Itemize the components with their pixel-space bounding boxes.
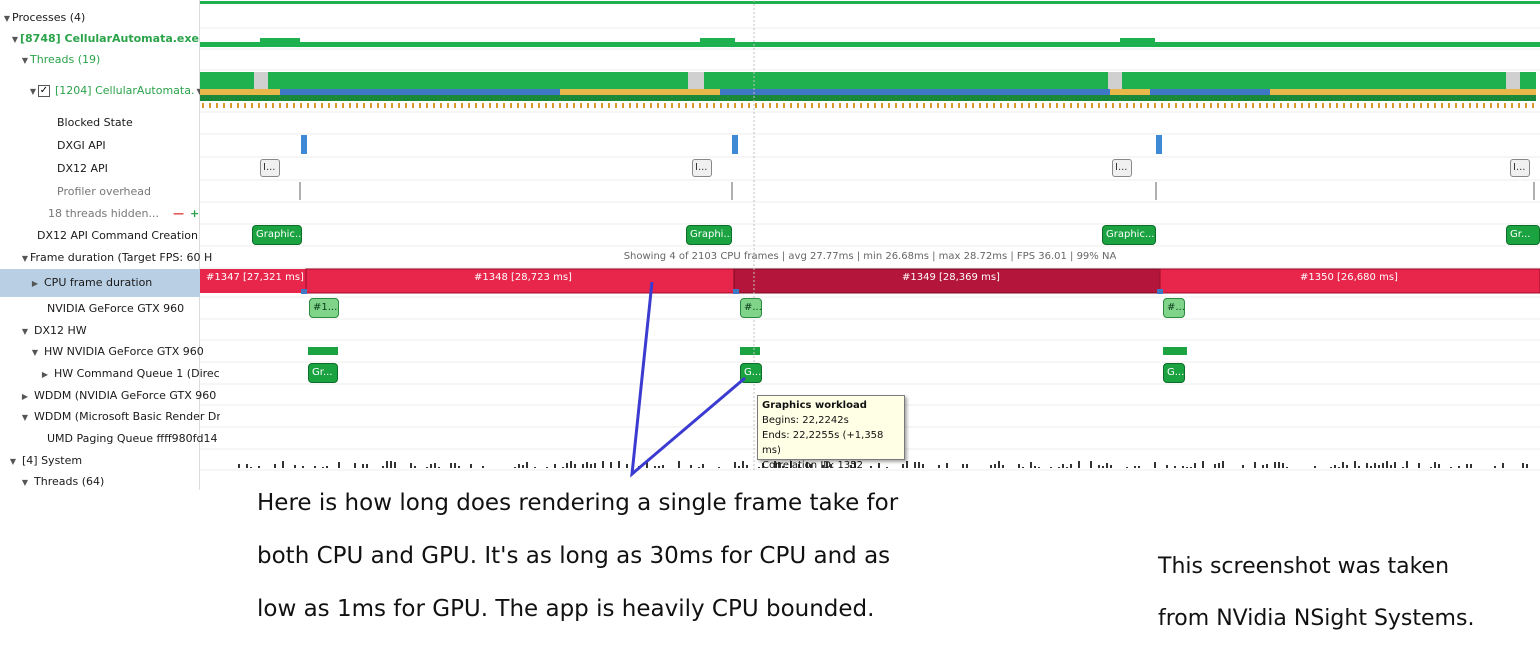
- tree-row-blocked-state[interactable]: Blocked State: [57, 116, 133, 129]
- chevron-down-icon[interactable]: ▼: [11, 35, 19, 44]
- chevron-down-icon[interactable]: ▼: [31, 348, 39, 357]
- chevron-down-icon[interactable]: ▼: [21, 327, 29, 336]
- dx12-api-chip[interactable]: I...: [1510, 159, 1530, 177]
- process-top-bar: [200, 1, 1540, 4]
- thread-usage-band: [200, 72, 1536, 101]
- tree-row-wddm-nvidia[interactable]: ▶WDDM (NVIDIA GeForce GTX 960: [20, 385, 220, 407]
- tree-row-thread-1204[interactable]: ▼✓[1204] CellularAutomata.▼: [28, 80, 228, 102]
- chevron-down-icon[interactable]: ▼: [21, 254, 29, 263]
- tree-row-dx12-command-creation[interactable]: DX12 API Command Creation: [37, 229, 198, 242]
- chevron-right-icon[interactable]: ▶: [31, 279, 39, 288]
- tooltip-ends: Ends: 22,2255s (+1,358 ms): [762, 430, 884, 456]
- chevron-right-icon[interactable]: ▶: [21, 392, 29, 401]
- dx12-cmd-chip[interactable]: Graphi...: [686, 225, 732, 245]
- thread-checkbox[interactable]: ✓: [38, 85, 50, 97]
- tree-row-umd-paging[interactable]: UMD Paging Queue ffff980fd14: [47, 432, 218, 445]
- frame-label-1347: #1347 [27,321 ms]: [206, 272, 304, 283]
- tree-row-process-cellular[interactable]: ▼[8748] CellularAutomata.exe: [10, 28, 210, 50]
- process-cpu-usage: [200, 38, 1540, 47]
- dx12-api-chip[interactable]: I...: [692, 159, 712, 177]
- tree-row-wddm-microsoft[interactable]: ▼WDDM (Microsoft Basic Render Dr: [20, 406, 220, 428]
- cpu-frame-bars: [200, 268, 1540, 294]
- dx12-cmd-chip[interactable]: Graphic...: [252, 225, 302, 245]
- tooltip-correlation: Correlation ID: 1352: [762, 460, 863, 471]
- hw-workload-chip[interactable]: G...: [1163, 363, 1185, 383]
- annotation-side-line2: from NVidia NSight Systems.: [1158, 606, 1475, 631]
- tooltip-begins: Begins: 22,2242s: [762, 415, 849, 426]
- chevron-down-icon[interactable]: ▼: [21, 478, 29, 487]
- tree-row-threads-19[interactable]: ▼Threads (19): [20, 49, 220, 71]
- dx12-cmd-chip[interactable]: Graphic...: [1102, 225, 1156, 245]
- frame-bar-1349[interactable]: [733, 268, 1161, 294]
- frame-bar-1348[interactable]: [305, 268, 735, 294]
- gpu-frame-chip[interactable]: #...: [1163, 298, 1185, 318]
- frame-label-1349: #1349 [28,369 ms]: [902, 272, 1000, 283]
- chevron-down-icon[interactable]: ▼: [21, 56, 29, 65]
- annotation-main-line2: both CPU and GPU. It's as long as 30ms f…: [257, 543, 891, 569]
- tree-row-profiler-overhead[interactable]: Profiler overhead: [57, 185, 152, 198]
- tree-row-processes[interactable]: ▼Processes (4): [2, 7, 202, 29]
- frame-bar-1347[interactable]: [200, 269, 306, 293]
- chevron-down-icon[interactable]: ▼: [9, 457, 17, 466]
- frame-label-1348: #1348 [28,723 ms]: [474, 272, 572, 283]
- timeline-tree-panel: ▼Processes (4) ▼[8748] CellularAutomata.…: [0, 0, 220, 490]
- hw-activity-bars: [308, 347, 1187, 355]
- tree-row-cpu-frame-duration[interactable]: ▶CPU frame duration: [0, 269, 200, 297]
- chevron-right-icon[interactable]: ▶: [41, 370, 49, 379]
- tree-row-hw-cmd-queue[interactable]: ▶HW Command Queue 1 (Direc: [40, 363, 240, 385]
- frame-bar-1350[interactable]: [1159, 268, 1540, 294]
- tree-row-dx12-api[interactable]: DX12 API: [57, 162, 108, 175]
- profiler-overhead-marks: [299, 182, 1535, 200]
- tree-row-threads-64[interactable]: ▼Threads (64): [20, 471, 220, 493]
- graphics-workload-tooltip: Graphics workload Begins: 22,2242s Ends:…: [757, 395, 905, 471]
- chevron-down-icon[interactable]: ▼: [21, 413, 29, 422]
- system-activity: [238, 461, 1528, 468]
- tooltip-title: Graphics workload: [762, 400, 867, 411]
- expand-plus-icon[interactable]: +: [190, 207, 200, 220]
- gpu-frame-chip[interactable]: #1...: [309, 298, 339, 318]
- dxgi-api-markers: [301, 135, 1162, 154]
- chevron-down-icon[interactable]: ▼: [3, 14, 11, 23]
- tree-row-threads-hidden[interactable]: 18 threads hidden...—+: [48, 207, 200, 220]
- frame-label-1350: #1350 [26,680 ms]: [1300, 272, 1398, 283]
- tree-row-dxgi-api[interactable]: DXGI API: [57, 139, 106, 152]
- gpu-frame-chip[interactable]: #...: [740, 298, 762, 318]
- thread-state-ticks: [202, 103, 1534, 108]
- frame-summary-text: Showing 4 of 2103 CPU frames | avg 27.77…: [623, 251, 1117, 262]
- dropdown-arrow-icon[interactable]: ▼: [196, 87, 203, 96]
- annotation-main-line3: low as 1ms for GPU. The app is heavily C…: [257, 596, 875, 622]
- row-separators: [200, 27, 1540, 471]
- collapse-minus-icon[interactable]: —: [173, 207, 184, 220]
- tree-row-system[interactable]: ▼[4] System: [8, 450, 208, 472]
- timeline-graphics: [200, 0, 1540, 471]
- tree-row-dx12-hw[interactable]: ▼DX12 HW: [20, 320, 220, 342]
- annotation-main-line1: Here is how long does rendering a single…: [257, 490, 899, 516]
- tree-row-nvidia-gpu[interactable]: NVIDIA GeForce GTX 960: [47, 302, 185, 315]
- chevron-down-icon[interactable]: ▼: [29, 87, 37, 96]
- annotation-side-line1: This screenshot was taken: [1158, 554, 1450, 579]
- tree-row-frame-duration[interactable]: ▼Frame duration (Target FPS: 60 H: [20, 247, 220, 269]
- hw-workload-chip[interactable]: Gr...: [308, 363, 338, 383]
- tree-row-hw-nvidia[interactable]: ▼HW NVIDIA GeForce GTX 960: [30, 341, 230, 363]
- timeline-area[interactable]: Showing 4 of 2103 CPU frames | avg 27.77…: [200, 0, 1540, 490]
- dx12-api-chip[interactable]: I...: [260, 159, 280, 177]
- dx12-api-chip[interactable]: I...: [1112, 159, 1132, 177]
- hw-workload-chip[interactable]: G...: [740, 363, 762, 383]
